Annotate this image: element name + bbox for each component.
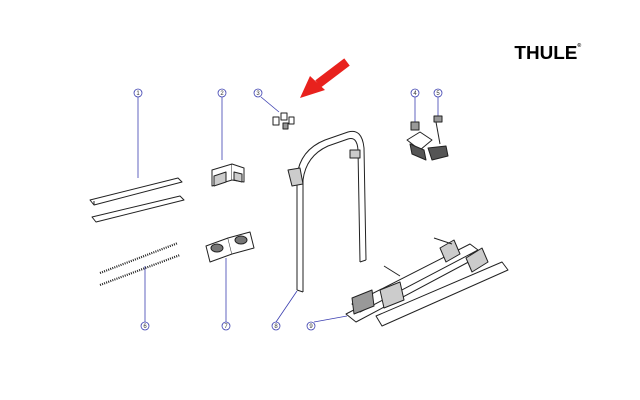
svg-text:1: 1	[136, 91, 140, 97]
red-arrow-icon	[300, 58, 350, 98]
clamp-block-part	[211, 163, 245, 187]
callout-9: 9	[306, 321, 316, 331]
callout-7: 7	[221, 321, 231, 331]
mount-bracket-part	[205, 231, 255, 263]
strap-pair-part	[99, 241, 181, 287]
callout-5: 5	[433, 88, 443, 98]
svg-text:9: 9	[309, 324, 313, 330]
callout-4: 4	[410, 88, 420, 98]
wheel-holder-right-part	[427, 115, 449, 161]
svg-text:3: 3	[256, 91, 260, 97]
frame-arch-part	[287, 130, 367, 293]
small-hardware-part	[272, 112, 295, 130]
leader-lines	[137, 96, 439, 323]
thule-logo: THULE®	[514, 43, 582, 63]
svg-text:2: 2	[220, 91, 224, 97]
svg-text:7: 7	[224, 324, 228, 330]
svg-text:8: 8	[274, 324, 278, 330]
rail-assembly-part	[345, 237, 509, 327]
wheel-holder-left-part	[406, 121, 433, 161]
crossbar-pair-part	[89, 177, 185, 223]
callout-3: 3	[253, 88, 263, 98]
callout-6: 6	[140, 321, 150, 331]
svg-text:4: 4	[413, 91, 417, 97]
callout-2: 2	[217, 88, 227, 98]
svg-text:5: 5	[436, 91, 440, 97]
callout-1: 1	[133, 88, 143, 98]
callout-8: 8	[271, 321, 281, 331]
svg-text:6: 6	[143, 324, 147, 330]
